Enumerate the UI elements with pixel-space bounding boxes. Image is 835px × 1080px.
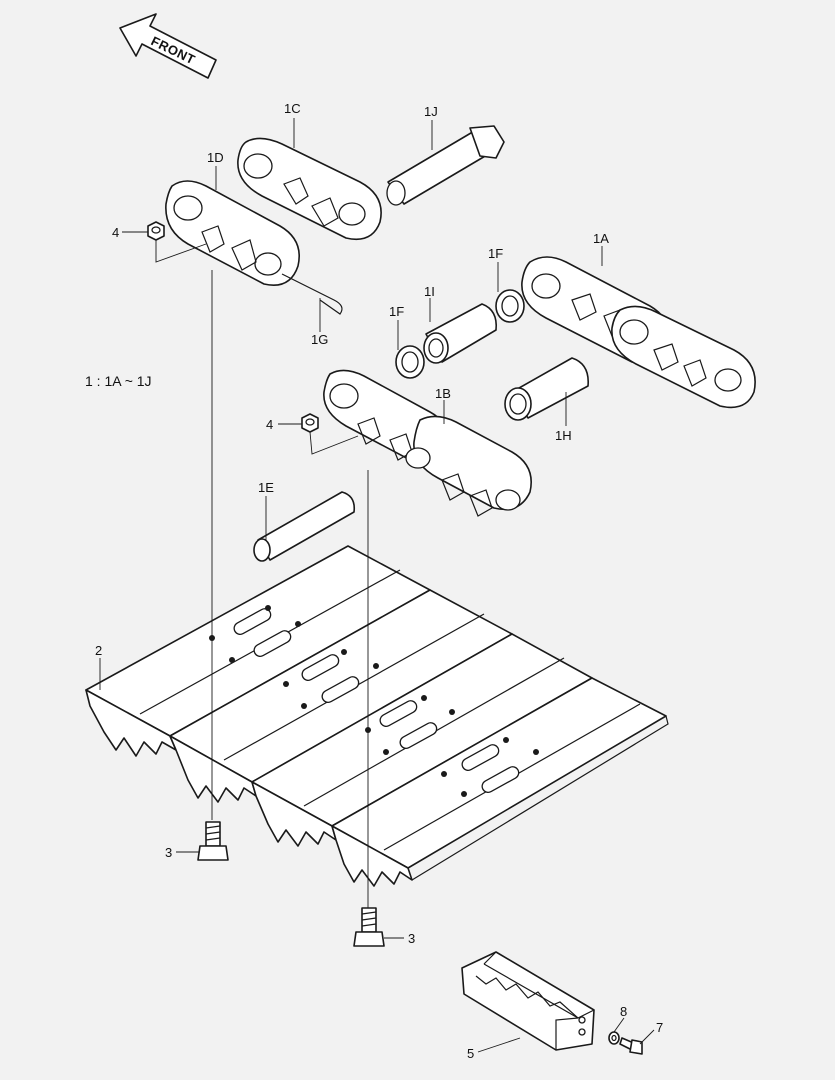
callout-7: 7	[656, 1020, 663, 1035]
callout-3-right: 3	[408, 931, 415, 946]
link-1c	[237, 137, 382, 241]
callout-8: 8	[620, 1004, 627, 1019]
seal-1f-left	[395, 345, 425, 379]
leader-lines	[99, 118, 655, 1053]
callout-4-lower: 4	[266, 417, 273, 432]
callout-1g: 1G	[311, 332, 328, 347]
callout-3-left: 3	[165, 845, 172, 860]
bolt-3-right	[353, 907, 385, 947]
callout-4-upper: 4	[112, 225, 119, 240]
link-1b-front	[405, 415, 532, 517]
callout-1f-left: 1F	[389, 304, 404, 319]
pin-1j	[386, 125, 505, 206]
callout-2: 2	[95, 643, 102, 658]
assembly-ratio-label: 1 : 1A ~ 1J	[85, 373, 152, 389]
callout-1j: 1J	[424, 104, 438, 119]
callout-5: 5	[467, 1046, 474, 1061]
callout-1i: 1I	[424, 284, 435, 299]
callout-1e: 1E	[258, 480, 274, 495]
pin-1e	[253, 491, 356, 562]
track-shoe-assembly	[85, 545, 669, 887]
front-arrow: FRONT	[119, 13, 217, 79]
link-1d	[165, 180, 300, 286]
callout-1c: 1C	[284, 101, 301, 116]
track-guard-5	[461, 951, 595, 1051]
callout-1b: 1B	[435, 386, 451, 401]
seal-1f-right	[495, 289, 525, 323]
bushing-1i	[423, 303, 498, 364]
nut-4-upper	[147, 221, 165, 241]
bushing-1h	[504, 357, 589, 421]
washer-8	[608, 1031, 620, 1045]
bolt-7	[619, 1037, 643, 1055]
callout-1d: 1D	[207, 150, 224, 165]
nut-4-lower	[301, 413, 319, 433]
callout-1a: 1A	[593, 231, 609, 246]
callout-labels: 1C 1J 1D 4 1A 1F 1I 1F 1G 1B 4 1H 1E 2 3…	[95, 101, 663, 1061]
link-1a-front	[611, 305, 756, 409]
callout-1f-right: 1F	[488, 246, 503, 261]
bolt-3-left	[197, 821, 229, 861]
callout-1h: 1H	[555, 428, 572, 443]
split-pin-1g	[281, 273, 343, 315]
